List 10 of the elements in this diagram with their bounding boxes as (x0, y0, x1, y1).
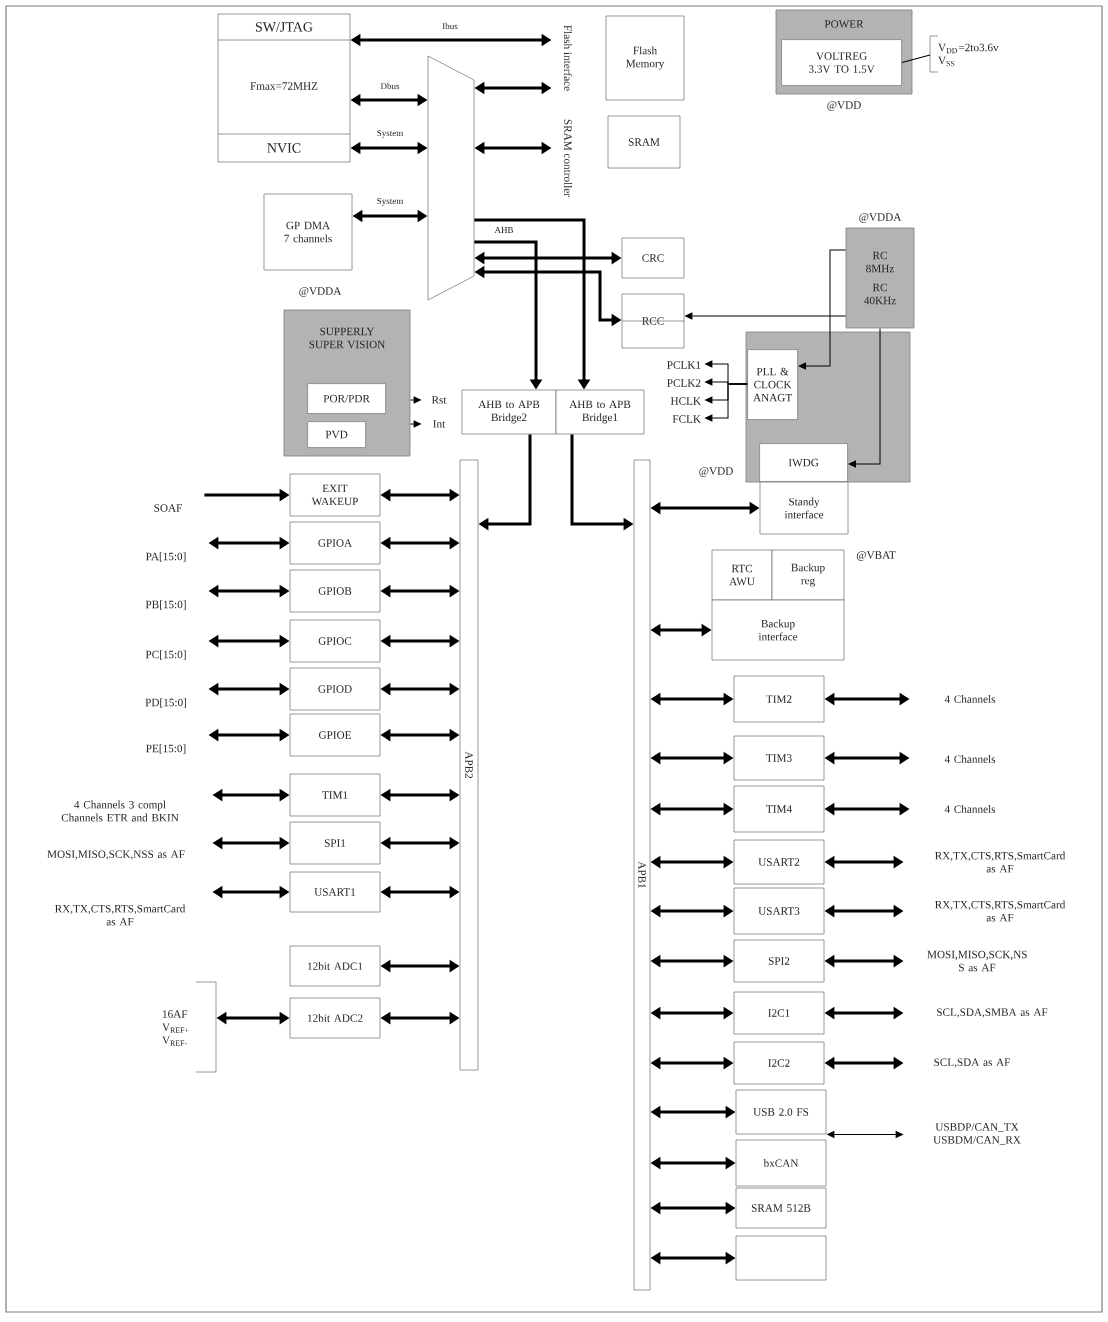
arrow (705, 383, 748, 422)
arrow (798, 249, 847, 370)
arrow (848, 327, 881, 468)
connector-line (901, 54, 931, 64)
peripheral-box (735, 1235, 827, 1281)
arrow (685, 312, 847, 320)
bus-matrix-trapezoid (427, 55, 475, 301)
arrow (409, 420, 421, 428)
arrow (409, 396, 421, 404)
arrow (827, 1130, 903, 1138)
